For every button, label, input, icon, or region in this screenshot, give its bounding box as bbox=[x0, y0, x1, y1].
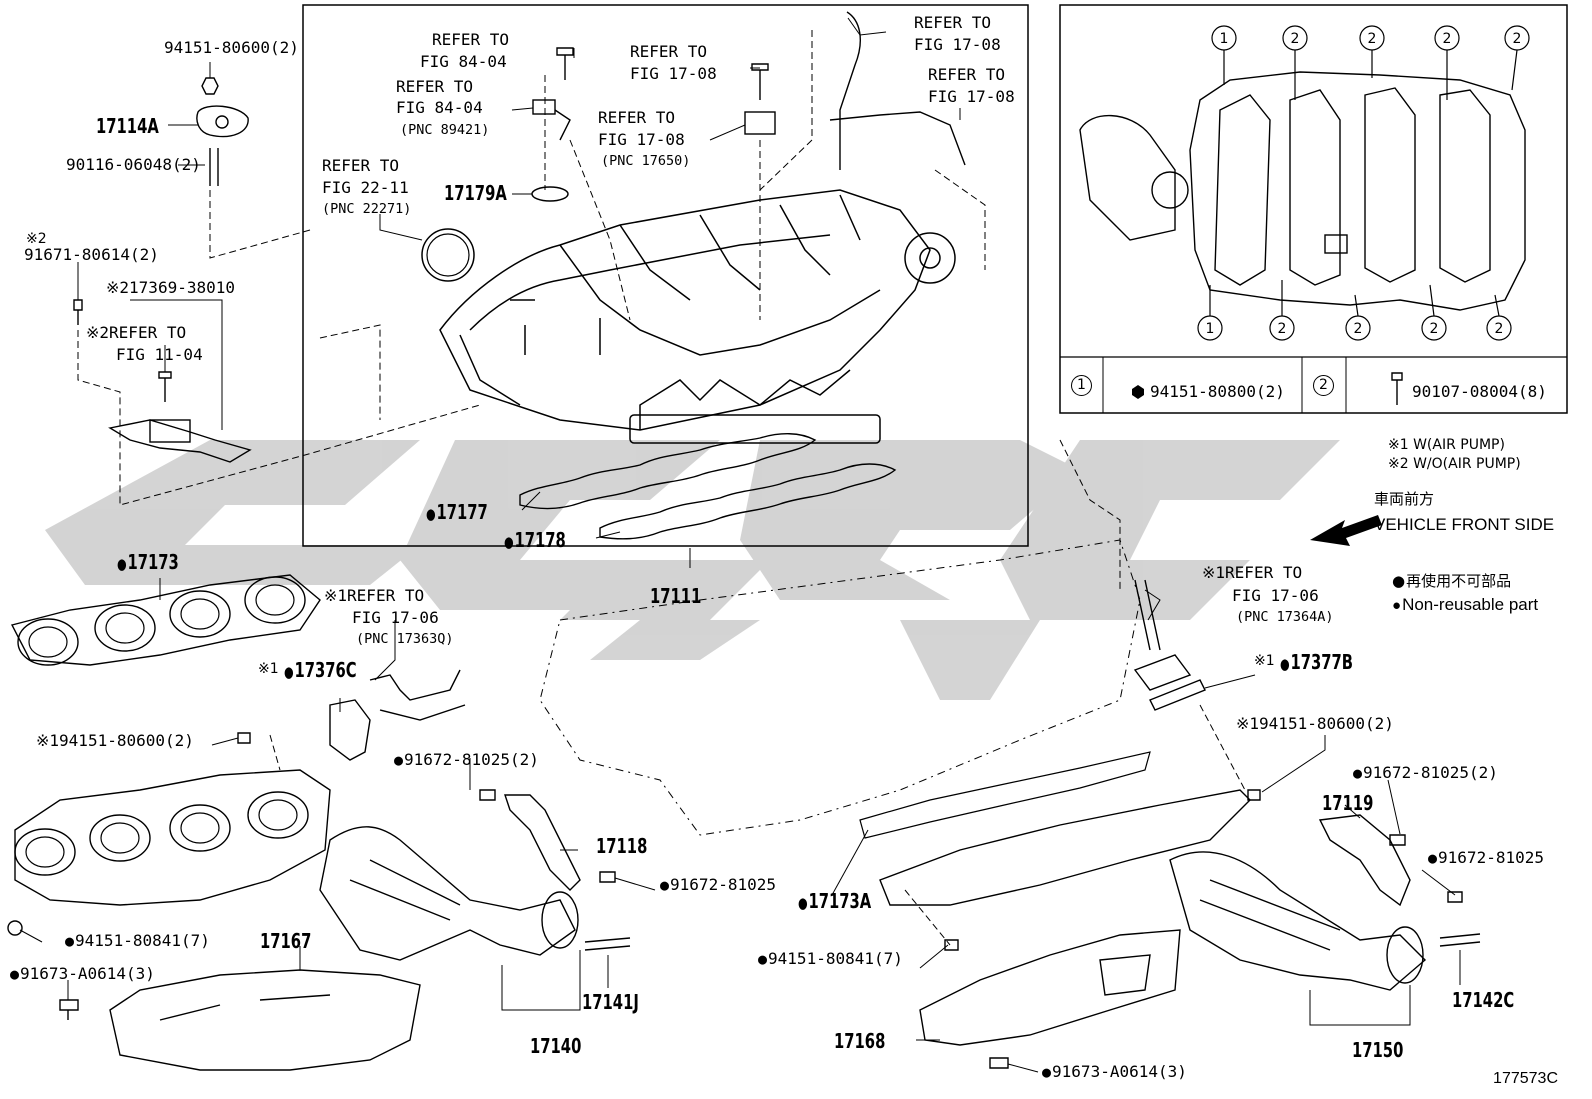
watermark bbox=[45, 440, 1340, 700]
label-bolt-91672-81025a: 91672-81025 bbox=[660, 877, 776, 893]
label-pnc-22271: (PNC 22271) bbox=[322, 201, 412, 217]
label-part-17118: 17118 bbox=[596, 834, 648, 858]
inset-manifold-top-view bbox=[1079, 71, 1526, 311]
label-refer-84-04a-line2: FIG 84-04 bbox=[420, 52, 507, 71]
label-pnc-89421: (PNC 89421) bbox=[400, 122, 490, 138]
label-refer-17-08a-line2: FIG 17-08 bbox=[630, 64, 717, 83]
label-symbol-1a: ※1 bbox=[258, 661, 279, 677]
label-refer-17-08d-line2: FIG 17-08 bbox=[928, 87, 1015, 106]
vehicle-front-en: VEHICLE FRONT SIDE bbox=[1374, 515, 1555, 534]
label-refer-84-04b-line1: REFER TO bbox=[396, 77, 474, 96]
svg-text:2: 2 bbox=[1291, 31, 1300, 47]
intake-manifold bbox=[439, 189, 956, 444]
svg-text:2: 2 bbox=[1513, 31, 1522, 47]
svg-text:2: 2 bbox=[1443, 31, 1452, 47]
label-nut-94151-80600c: ※194151-80600(2) bbox=[1236, 714, 1394, 733]
inset-part-2: 90107-08004(8) bbox=[1412, 382, 1547, 401]
label-part-17377B: 17377B bbox=[1280, 652, 1353, 672]
label-refer-17-06a-line1: ※1REFER TO bbox=[324, 586, 425, 605]
label-refer-17-08d-line1: REFER TO bbox=[928, 65, 1006, 84]
intake-manifold-box bbox=[302, 4, 1029, 547]
label-refer-22-11-line1: REFER TO bbox=[322, 156, 400, 175]
vehicle-front-arrow bbox=[1310, 515, 1382, 546]
intake-gaskets bbox=[519, 433, 897, 540]
label-part-17140: 17140 bbox=[530, 1034, 582, 1058]
label-nut-94151-80841a: 94151-80841(7) bbox=[65, 933, 210, 949]
label-part-17178: 17178 bbox=[504, 530, 565, 550]
legend-non-reusable-en: Non-reusable part bbox=[1392, 596, 1538, 613]
svg-text:2: 2 bbox=[1354, 321, 1363, 337]
label-symbol-2: ※2 bbox=[26, 231, 47, 247]
inset-part-1: 94151-80800(2) bbox=[1150, 382, 1285, 401]
label-part-17177: 17177 bbox=[426, 502, 487, 522]
label-bolt-91672-81025b: 91672-81025 bbox=[1428, 850, 1544, 866]
label-bolt-91673-b: 91673-A0614(3) bbox=[1042, 1064, 1187, 1080]
label-refer-17-08a-line1: REFER TO bbox=[630, 42, 708, 61]
inset-box bbox=[1059, 4, 1568, 414]
label-symbol-1b: ※1 bbox=[1254, 653, 1275, 669]
label-part-17150: 17150 bbox=[1352, 1038, 1404, 1062]
note-no-air-pump: ※2 W/O(AIR PUMP) bbox=[1388, 456, 1521, 472]
label-pnc-17363Q: (PNC 17363Q) bbox=[356, 631, 454, 647]
label-part-17142C: 17142C bbox=[1452, 988, 1515, 1012]
label-refer-22-11-line2: FIG 22-11 bbox=[322, 178, 409, 197]
label-stud-90116: 90116-06048(2) bbox=[66, 155, 201, 174]
label-refer-17-08c-line1: REFER TO bbox=[914, 13, 992, 32]
label-bolt-91673-a: 91673-A0614(3) bbox=[10, 966, 155, 982]
label-pnc-17364A: (PNC 17364A) bbox=[1236, 609, 1334, 625]
heat-insulator-right bbox=[919, 929, 1181, 1046]
label-refer-84-04a-line1: REFER TO bbox=[432, 30, 510, 49]
note-air-pump: ※1 W(AIR PUMP) bbox=[1388, 437, 1505, 453]
figure-code: 177573C bbox=[1493, 1070, 1558, 1087]
label-part-17376C: 17376C bbox=[284, 660, 356, 680]
svg-text:1: 1 bbox=[1206, 321, 1215, 337]
label-bolt-91672-81025-2a: 91672-81025(2) bbox=[394, 752, 539, 768]
label-refer-11-04-line2: FIG 11-04 bbox=[116, 345, 203, 364]
label-refer-17-08b-line1: REFER TO bbox=[598, 108, 676, 127]
inset-key-2: 2 bbox=[1313, 375, 1334, 396]
leader-lines bbox=[19, 17, 1461, 1073]
inset-callouts bbox=[1197, 25, 1530, 341]
exhaust-manifold-right bbox=[879, 789, 1427, 991]
label-part-17114A: 17114A bbox=[96, 114, 159, 138]
svg-text:2: 2 bbox=[1368, 31, 1377, 47]
label-nut-94151-80600b: ※194151-80600(2) bbox=[36, 731, 194, 750]
label-bolt-91671: 91671-80614(2) bbox=[24, 245, 159, 264]
label-refer-17-08b-line2: FIG 17-08 bbox=[598, 130, 685, 149]
label-part-17168: 17168 bbox=[834, 1029, 886, 1053]
label-refer-17-06b-line2: FIG 17-06 bbox=[1232, 586, 1319, 605]
label-refer-84-04b-line2: FIG 84-04 bbox=[396, 98, 483, 117]
vehicle-front-jp: 車両前方 bbox=[1374, 490, 1435, 508]
exhaust-manifold-left bbox=[7, 769, 579, 961]
label-refer-17-08c-line2: FIG 17-08 bbox=[914, 35, 1001, 54]
label-bolt-91672-81025-2b: 91672-81025(2) bbox=[1353, 765, 1498, 781]
label-pnc-17650: (PNC 17650) bbox=[601, 153, 691, 169]
svg-text:2: 2 bbox=[1495, 321, 1504, 337]
label-part-17111: 17111 bbox=[650, 584, 702, 608]
inset-key-1: 1 bbox=[1071, 375, 1092, 396]
svg-text:2: 2 bbox=[1430, 321, 1439, 337]
label-part-17179A: 17179A bbox=[444, 181, 507, 205]
label-part-17119: 17119 bbox=[1322, 791, 1374, 815]
legend-non-reusable-jp: 再使用不可部品 bbox=[1392, 574, 1511, 589]
label-part-17167: 17167 bbox=[260, 929, 312, 953]
label-refer-17-06a-line2: FIG 17-06 bbox=[352, 608, 439, 627]
label-refer-17-06b-line1: ※1REFER TO bbox=[1202, 563, 1303, 582]
exhaust-gasket-left bbox=[10, 574, 321, 666]
svg-text:2: 2 bbox=[1278, 321, 1287, 337]
label-part-17173: 17173 bbox=[117, 552, 178, 572]
label-refer-11-04-line1: ※2REFER TO bbox=[86, 323, 187, 342]
label-part-17141J: 17141J bbox=[582, 990, 639, 1014]
label-nut-94151-80841b: 94151-80841(7) bbox=[758, 951, 903, 967]
label-sensor-217369: ※217369-38010 bbox=[106, 278, 235, 297]
svg-text:1: 1 bbox=[1220, 31, 1229, 47]
label-nut-94151-80600: 94151-80600(2) bbox=[164, 38, 299, 57]
label-part-17173A: 17173A bbox=[798, 891, 871, 911]
heat-insulator-left bbox=[109, 969, 421, 1071]
